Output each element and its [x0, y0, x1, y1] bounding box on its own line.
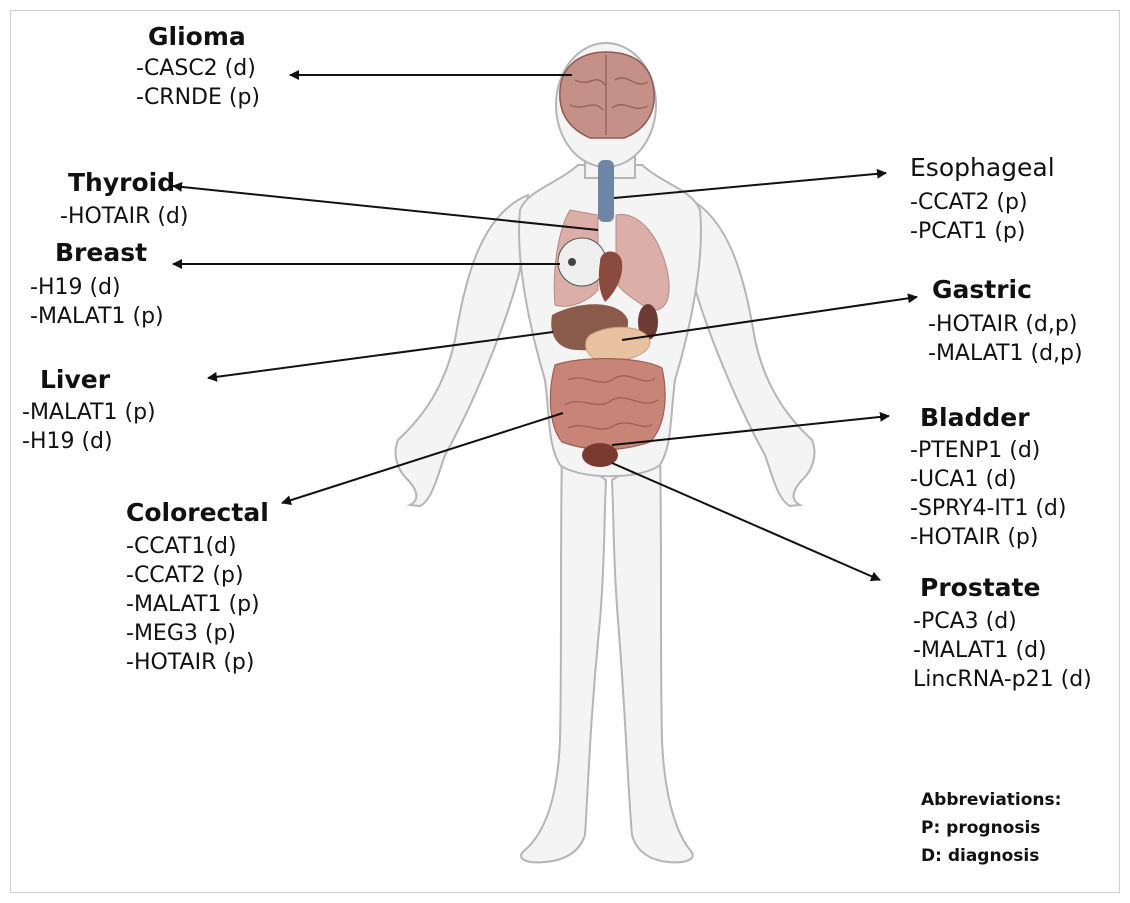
gastric-items: -HOTAIR (d,p) -MALAT1 (d,p) — [928, 310, 1083, 368]
breast-tissue — [558, 238, 606, 286]
arrow-liver — [208, 332, 553, 378]
liver-block: Liver — [40, 365, 110, 395]
right-arm — [682, 195, 814, 506]
glioma-items: -CASC2 (d) -CRNDE (p) — [136, 54, 260, 112]
esophageal-items: -CCAT2 (p) -PCAT1 (p) — [910, 188, 1028, 246]
glioma-title: Glioma — [148, 22, 246, 52]
colorectal-items: -CCAT1(d) -CCAT2 (p) -MALAT1 (p) -MEG3 (… — [126, 532, 260, 677]
abbreviation-line: P: prognosis — [921, 814, 1061, 842]
bladder-item: -UCA1 (d) — [910, 465, 1066, 494]
bladder-item: -HOTAIR (p) — [910, 523, 1066, 552]
organs — [550, 52, 669, 467]
breast-block: Breast — [55, 238, 147, 268]
glioma-block: Glioma — [148, 22, 246, 52]
liver-title: Liver — [40, 365, 110, 395]
colorectal-item: -CCAT2 (p) — [126, 561, 260, 590]
esophageal-block: Esophageal — [910, 153, 1055, 183]
colorectal-item: -HOTAIR (p) — [126, 648, 260, 677]
breast-items: -H19 (d) -MALAT1 (p) — [30, 273, 164, 331]
brain — [560, 52, 654, 138]
prostate-item: -MALAT1 (d) — [913, 636, 1092, 665]
prostate-item: -PCA3 (d) — [913, 607, 1092, 636]
prostate-block: Prostate — [920, 573, 1040, 603]
left-leg — [521, 450, 606, 862]
thyroid-block: Thyroid — [68, 168, 175, 198]
colorectal-item: -CCAT1(d) — [126, 532, 260, 561]
gastric-title: Gastric — [932, 275, 1032, 305]
right-leg — [612, 450, 693, 862]
breast-item: -MALAT1 (p) — [30, 302, 164, 331]
colorectal-block: Colorectal — [126, 498, 269, 528]
trachea — [598, 160, 614, 222]
esophageal-item: -PCAT1 (p) — [910, 217, 1028, 246]
liver-item: -H19 (d) — [22, 427, 156, 456]
prostate-item: LincRNA-p21 (d) — [913, 665, 1092, 694]
esophageal-title: Esophageal — [910, 153, 1055, 183]
glioma-item: -CASC2 (d) — [136, 54, 260, 83]
thyroid-items: -HOTAIR (d) — [60, 202, 188, 231]
breast-item: -H19 (d) — [30, 273, 164, 302]
gastric-block: Gastric — [932, 275, 1032, 305]
colorectal-item: -MALAT1 (p) — [126, 590, 260, 619]
glioma-item: -CRNDE (p) — [136, 83, 260, 112]
abbreviations-heading: Abbreviations: — [921, 786, 1061, 814]
thyroid-item: -HOTAIR (d) — [60, 202, 188, 231]
esophageal-item: -CCAT2 (p) — [910, 188, 1028, 217]
bladder-item: -PTENP1 (d) — [910, 436, 1066, 465]
colorectal-title: Colorectal — [126, 498, 269, 528]
bladder-title: Bladder — [920, 403, 1030, 433]
liver-item: -MALAT1 (p) — [22, 398, 156, 427]
abbreviations-legend: Abbreviations: P: prognosis D: diagnosis — [921, 786, 1061, 870]
bladder-item: -SPRY4-IT1 (d) — [910, 494, 1066, 523]
gastric-item: -HOTAIR (d,p) — [928, 310, 1083, 339]
abbreviation-line: D: diagnosis — [921, 842, 1061, 870]
prostate-items: -PCA3 (d) -MALAT1 (d) LincRNA-p21 (d) — [913, 607, 1092, 694]
colorectal-item: -MEG3 (p) — [126, 619, 260, 648]
bladder-block: Bladder — [920, 403, 1030, 433]
liver-items: -MALAT1 (p) -H19 (d) — [22, 398, 156, 456]
thyroid-title: Thyroid — [68, 168, 175, 198]
prostate-title: Prostate — [920, 573, 1040, 603]
bladder-items: -PTENP1 (d) -UCA1 (d) -SPRY4-IT1 (d) -HO… — [910, 436, 1066, 552]
gastric-item: -MALAT1 (d,p) — [928, 339, 1083, 368]
breast-title: Breast — [55, 238, 147, 268]
